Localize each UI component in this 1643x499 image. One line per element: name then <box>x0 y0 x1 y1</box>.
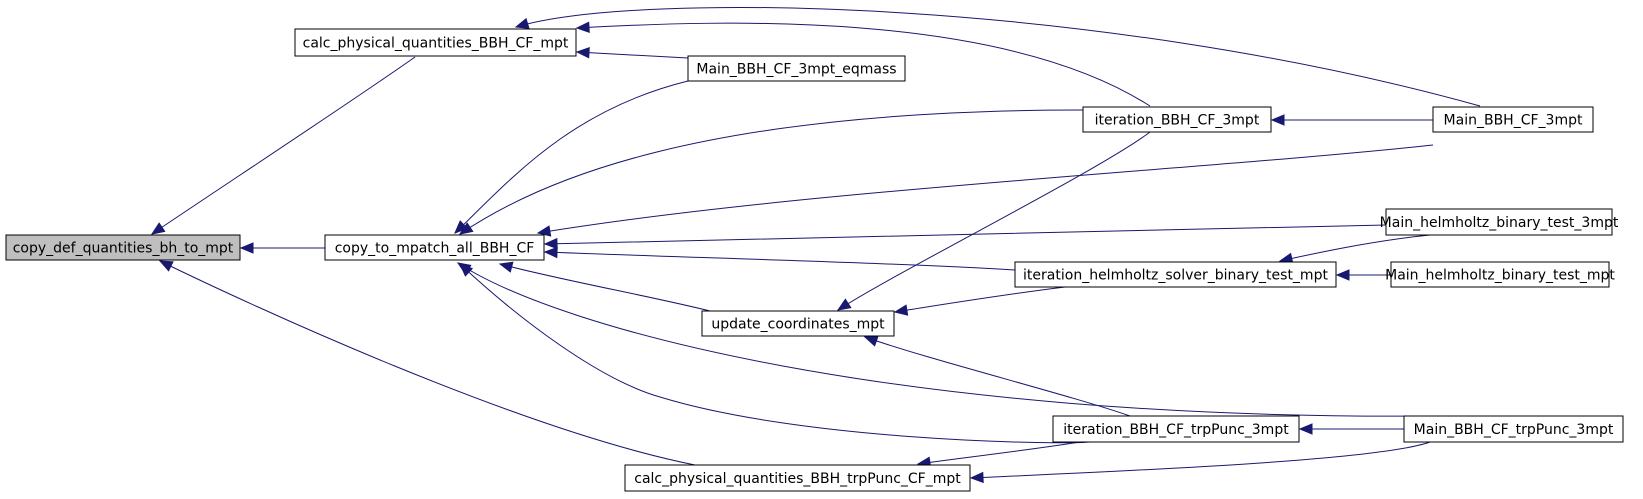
edge-iter_trp-to-update_coords <box>863 335 1131 417</box>
node-iter-3mpt[interactable]: iteration_BBH_CF_3mpt <box>1082 106 1272 133</box>
node-label: copy_def_quantities_bh_to_mpt <box>13 241 234 257</box>
node-label: Main_BBH_CF_3mpt_eqmass <box>696 62 896 78</box>
edge-main_eqmass-to-copy_mpatch <box>454 80 689 234</box>
arrowhead <box>1298 423 1313 435</box>
edges-layer <box>150 6 1481 484</box>
node-main-3mpt[interactable]: Main_BBH_CF_3mpt <box>1432 106 1594 133</box>
node-copy-mpatch[interactable]: copy_to_mpatch_all_BBH_CF <box>324 234 545 261</box>
node-calc-phys[interactable]: calc_physical_quantities_BBH_CF_mpt <box>294 28 577 57</box>
edge-iter_3mpt-to-update_coords <box>836 131 1151 311</box>
node-main-helm-3mpt[interactable]: Main_helmholtz_binary_test_3mpt <box>1380 208 1619 236</box>
node-main-eqmass[interactable]: Main_BBH_CF_3mpt_eqmass <box>687 55 906 82</box>
node-iter-helm[interactable]: iteration_helmholtz_solver_binary_test_m… <box>1014 261 1337 288</box>
node-box <box>701 310 895 337</box>
node-calc-phys-trp[interactable]: calc_physical_quantities_BBH_trpPunc_CF_… <box>624 464 971 492</box>
node-root[interactable]: copy_def_quantities_bh_to_mpt <box>5 234 241 261</box>
node-label: calc_physical_quantities_BBH_trpPunc_CF_… <box>634 471 961 487</box>
arrowhead <box>498 261 514 273</box>
arrowhead <box>575 21 590 34</box>
arrowhead <box>458 222 474 235</box>
node-box <box>5 234 241 261</box>
node-label: iteration_BBH_CF_3mpt <box>1095 113 1260 129</box>
edge-iter_3mpt-to-calc_phys <box>575 21 1151 107</box>
arrowhead <box>239 242 254 254</box>
arrowhead <box>454 220 468 234</box>
edge-calc_phys_trp-to-root <box>158 260 696 466</box>
node-box <box>294 28 577 57</box>
edge-main_eqmass-to-calc_phys <box>575 46 689 59</box>
edge-iter_helm-to-update_coords <box>893 286 1066 316</box>
edge-main_3mpt-to-copy_mpatch <box>536 144 1434 237</box>
node-label: update_coordinates_mpt <box>711 317 885 333</box>
node-box <box>687 55 906 82</box>
node-box <box>1014 261 1337 288</box>
node-iter-trp[interactable]: iteration_BBH_CF_trpPunc_3mpt <box>1052 415 1300 443</box>
arrowhead <box>150 222 166 235</box>
node-label: Main_BBH_CF_trpPunc_3mpt <box>1414 422 1614 438</box>
edge-main_3mpt-to-iter_3mpt <box>1270 114 1433 126</box>
edge-main_helm_3mpt-to-iter_helm <box>1278 234 1431 264</box>
node-box <box>1403 415 1624 443</box>
node-label: Main_helmholtz_binary_test_3mpt <box>1380 215 1619 231</box>
node-update-coords[interactable]: update_coordinates_mpt <box>701 310 895 337</box>
edge-main_trp-to-iter_trp <box>1298 423 1404 435</box>
arrowhead <box>863 335 879 347</box>
edge-main_trp-to-calc_phys_trp <box>969 441 1431 484</box>
edge-iter_3mpt-to-copy_mpatch <box>458 109 1084 235</box>
arrowhead <box>969 471 984 484</box>
edge-iter_helm-to-copy_mpatch <box>543 246 1016 271</box>
arrowhead <box>836 298 852 311</box>
node-label: calc_physical_quantities_BBH_CF_mpt <box>303 36 569 52</box>
edge-update_coords-to-copy_mpatch <box>498 261 711 312</box>
edge-main_helm_mpt-to-iter_helm <box>1335 269 1391 281</box>
arrowhead <box>543 237 558 250</box>
node-label: copy_to_mpatch_all_BBH_CF <box>335 241 535 257</box>
arrowhead <box>543 246 558 259</box>
edge-main_3mpt-to-calc_phys <box>514 6 1481 107</box>
nodes-layer: copy_def_quantities_bh_to_mpt calc_physic… <box>5 28 1624 492</box>
arrowhead <box>459 263 474 277</box>
node-box <box>1082 106 1272 133</box>
arrowhead <box>514 17 530 29</box>
node-box <box>624 464 971 492</box>
edge-calc_phys-to-root <box>150 56 416 235</box>
node-label: Main_BBH_CF_3mpt <box>1444 113 1583 129</box>
node-box <box>1432 106 1594 133</box>
arrowhead <box>1270 114 1285 126</box>
node-box <box>324 234 545 261</box>
arrowhead <box>158 260 174 272</box>
arrowhead <box>893 304 909 316</box>
node-main-helm-mpt[interactable]: Main_helmholtz_binary_test_mpt <box>1385 261 1615 288</box>
node-label: iteration_BBH_CF_trpPunc_3mpt <box>1063 422 1289 438</box>
node-label: iteration_helmholtz_solver_binary_test_m… <box>1023 268 1328 284</box>
edge-copy_mpatch-to-root <box>239 242 325 254</box>
node-box <box>1385 208 1613 236</box>
node-main-trp[interactable]: Main_BBH_CF_trpPunc_3mpt <box>1403 415 1624 443</box>
edge-main_helm_3mpt-to-copy_mpatch <box>543 224 1387 250</box>
arrowhead <box>536 225 552 237</box>
edge-iter_trp-to-copy_mpatch <box>459 263 1091 444</box>
node-box <box>1052 415 1300 443</box>
edge-iter_trp-to-calc_phys_trp <box>916 441 1081 468</box>
arrowhead <box>1335 269 1350 281</box>
node-box <box>1390 261 1610 288</box>
node-label: Main_helmholtz_binary_test_mpt <box>1385 268 1615 284</box>
arrowhead <box>575 46 590 59</box>
